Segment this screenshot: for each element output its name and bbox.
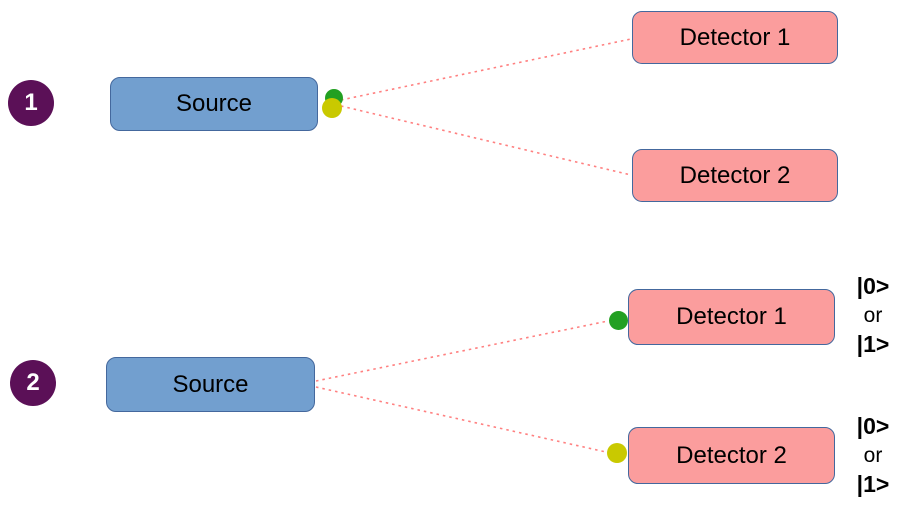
scenario-2-number: 2 — [26, 369, 40, 396]
detector-1-state-labels: |0> or |1> — [843, 272, 903, 359]
beam-line-s1-detector1 — [340, 38, 632, 101]
scenario-1-detector-2-label: Detector 2 — [679, 161, 791, 189]
scenario-2-source-box: Source — [106, 357, 315, 412]
scenario-2-detector-1-box: Detector 1 — [628, 289, 835, 345]
detector-2-state-or: or — [863, 444, 883, 467]
detector-1-state-or: or — [863, 304, 883, 327]
scenario-1-detector-2-box: Detector 2 — [632, 149, 838, 202]
detector-2-state-1: |1> — [856, 471, 890, 497]
detector-2-state-labels: |0> or |1> — [843, 412, 903, 499]
yellow-photon-dot-icon — [607, 443, 627, 463]
scenario-1-detector-1-label: Detector 1 — [679, 23, 791, 51]
scenario-2-badge: 2 — [10, 360, 56, 406]
scenario-2-source-label: Source — [172, 370, 249, 398]
scenario-1-badge: 1 — [8, 80, 54, 126]
green-photon-dot-icon — [609, 311, 628, 330]
scenario-2-detector-2-label: Detector 2 — [676, 441, 787, 469]
detector-1-state-1: |1> — [856, 331, 890, 357]
scenario-1-detector-1-box: Detector 1 — [632, 11, 838, 64]
scenario-1-number: 1 — [24, 89, 38, 116]
beam-line-s1-detector2 — [340, 105, 632, 176]
detector-1-state-0: |0> — [856, 273, 890, 299]
beam-line-s2-detector2 — [315, 386, 607, 453]
scenario-2-detector-2-box: Detector 2 — [628, 427, 835, 484]
scenario-1-source-label: Source — [175, 90, 253, 117]
scenario-2-detector-1-label: Detector 1 — [676, 303, 787, 330]
detector-2-state-0: |0> — [856, 413, 890, 439]
yellow-photon-dot-icon — [322, 98, 342, 118]
beam-line-s2-detector1 — [315, 320, 609, 382]
scenario-1-source-box: Source — [110, 77, 318, 131]
